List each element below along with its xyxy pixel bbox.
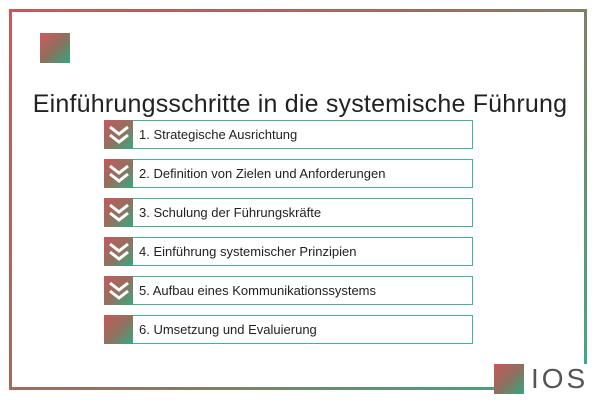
step-item-5: 5. Aufbau eines Kommunikationssystems xyxy=(104,276,473,305)
double-chevron-down-icon xyxy=(104,120,133,149)
corner-gradient-square xyxy=(40,33,70,63)
page-title: Einführungsschritte in die systemische F… xyxy=(32,89,568,118)
gradient-square-icon xyxy=(104,315,133,344)
steps-list: 1. Strategische Ausrichtung 2. Definitio… xyxy=(104,120,473,354)
double-chevron-down-icon xyxy=(104,159,133,188)
step-label: 2. Definition von Zielen und Anforderung… xyxy=(139,166,386,181)
step-item-2: 2. Definition von Zielen und Anforderung… xyxy=(104,159,473,188)
step-item-3: 3. Schulung der Führungskräfte xyxy=(104,198,473,227)
ios-logo: IOS xyxy=(494,363,595,394)
step-label: 5. Aufbau eines Kommunikationssystems xyxy=(139,283,377,298)
step-label: 6. Umsetzung und Evaluierung xyxy=(139,322,317,337)
logo-square-icon xyxy=(494,364,524,394)
double-chevron-down-icon xyxy=(104,237,133,266)
step-label: 1. Strategische Ausrichtung xyxy=(139,127,298,142)
step-label: 3. Schulung der Führungskräfte xyxy=(139,205,322,220)
step-item-6: 6. Umsetzung und Evaluierung xyxy=(104,315,473,344)
logo-text: IOS xyxy=(531,363,589,394)
step-label: 4. Einführung systemischer Prinzipien xyxy=(139,244,357,259)
double-chevron-down-icon xyxy=(104,198,133,227)
step-item-1: 1. Strategische Ausrichtung xyxy=(104,120,473,149)
double-chevron-down-icon xyxy=(104,276,133,305)
step-item-4: 4. Einführung systemischer Prinzipien xyxy=(104,237,473,266)
